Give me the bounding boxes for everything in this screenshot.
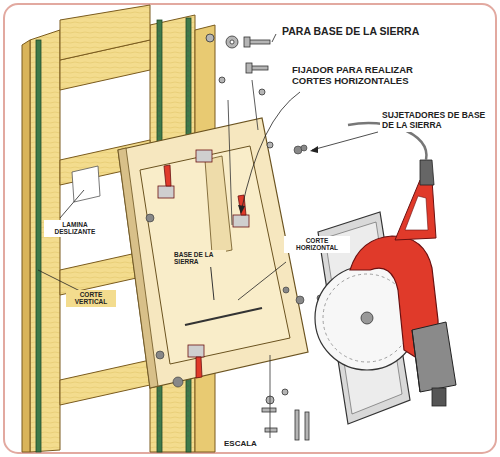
part-label: CORTE VERTICAL [66, 290, 116, 307]
part-label: FIJADOR PARA REALIZAR CORTES HORIZONTALE… [290, 64, 444, 88]
part-label: SUJETADORES DE BASE DE LA SIERRA [380, 110, 494, 132]
part-label: LAMINA DESLIZANTE [44, 220, 106, 237]
part-label: CORTE HORIZONTAL [284, 236, 350, 253]
part-label: ESCALA [222, 438, 276, 449]
part-label: BASE DE LA SIERRA [172, 250, 226, 267]
part-label: PARA BASE DE LA SIERRA [280, 24, 474, 38]
